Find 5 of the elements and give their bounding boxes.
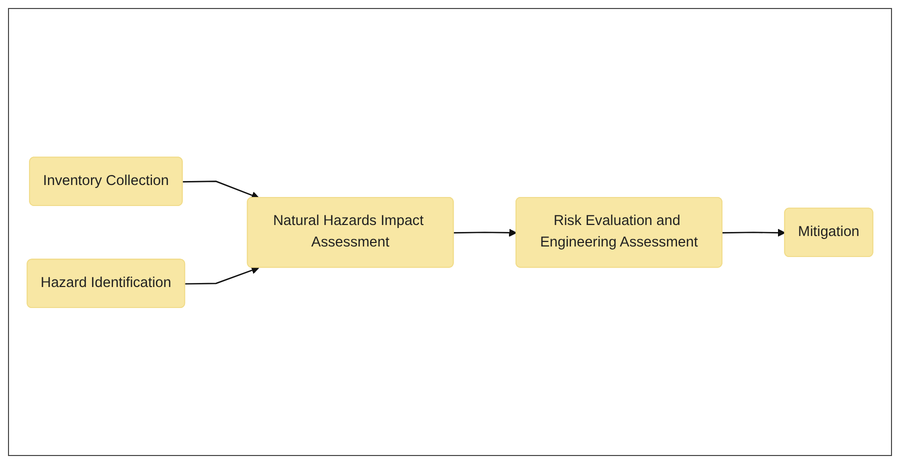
diagram-frame: Inventory Collection Hazard Identification Natural Hazards Impact Assessment Risk Evaluation and Engineering Assessment Mitigation bbox=[8, 8, 892, 456]
arrow bbox=[185, 266, 260, 284]
arrow bbox=[722, 228, 786, 236]
arrow bbox=[182, 180, 260, 199]
arrow bbox=[454, 228, 517, 236]
